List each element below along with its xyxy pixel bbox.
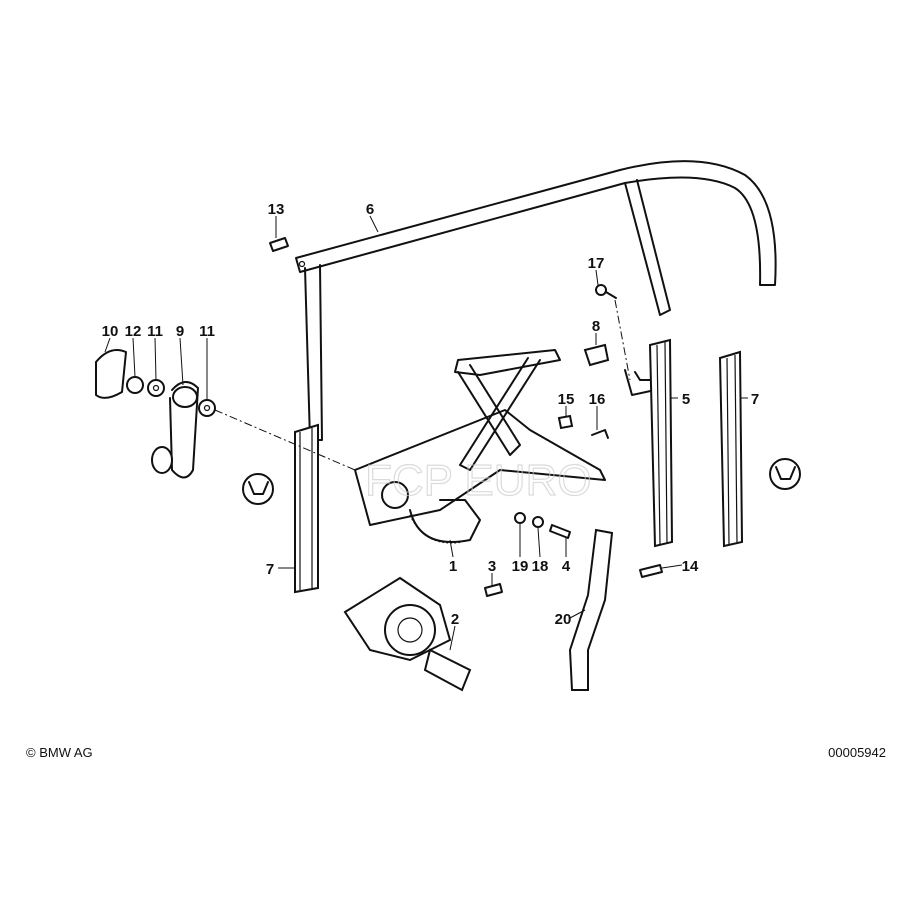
callout-11[interactable]: 11	[199, 323, 215, 340]
callout-13[interactable]: 13	[268, 201, 285, 218]
callout-2[interactable]: 2	[451, 611, 459, 628]
part-13-screw[interactable]	[269, 237, 289, 252]
part-7-left-guide-rail[interactable]	[294, 423, 319, 594]
part-11-washer[interactable]	[147, 379, 165, 397]
part-12-gear[interactable]	[126, 376, 144, 394]
callout-7[interactable]: 7	[266, 561, 274, 578]
part-17-screw[interactable]	[595, 284, 617, 299]
lubricant-symbol-right	[769, 458, 801, 490]
part-4-bolt[interactable]	[549, 524, 571, 539]
part-19-nut[interactable]	[514, 512, 526, 524]
part-15-nut[interactable]	[557, 414, 574, 430]
callout-15[interactable]: 15	[558, 391, 575, 408]
part-2-motor[interactable]	[343, 576, 472, 692]
part-8-clip[interactable]	[583, 343, 610, 367]
part-7-right-guide-rail[interactable]	[718, 350, 744, 548]
callout-1[interactable]: 1	[449, 558, 457, 575]
callout-8[interactable]: 8	[592, 318, 600, 335]
callout-3[interactable]: 3	[488, 558, 496, 575]
lubricant-symbol-left	[242, 473, 274, 505]
callout-12[interactable]: 12	[125, 323, 142, 340]
callout-7[interactable]: 7	[751, 391, 759, 408]
copyright-label: © BMW AG	[26, 745, 93, 760]
callout-16[interactable]: 16	[589, 391, 606, 408]
callout-17[interactable]: 17	[588, 255, 605, 272]
callout-18[interactable]: 18	[532, 558, 549, 575]
callout-5[interactable]: 5	[682, 391, 690, 408]
part-5-guide-rail[interactable]	[648, 338, 674, 548]
part-16-screw[interactable]	[591, 429, 609, 439]
part-3-screw[interactable]	[484, 583, 503, 597]
leader-lines	[104, 215, 748, 651]
watermark: FCP EURO	[365, 456, 592, 505]
part-9-belt-pulley[interactable]	[151, 381, 199, 479]
part-1-window-regulator[interactable]	[354, 349, 606, 544]
diagram-number: 00005942	[828, 745, 886, 760]
callout-14[interactable]: 14	[682, 558, 699, 575]
part-11-washer[interactable]	[198, 399, 216, 417]
callout-10[interactable]: 10	[102, 323, 119, 340]
callout-9[interactable]: 9	[176, 323, 184, 340]
callout-19[interactable]: 19	[512, 558, 529, 575]
part-14-screw[interactable]	[639, 564, 663, 578]
callout-6[interactable]: 6	[366, 201, 374, 218]
part-10-cover[interactable]	[95, 349, 127, 399]
part-20-bracket[interactable]	[568, 528, 614, 691]
callout-11[interactable]: 11	[147, 323, 163, 340]
callout-20[interactable]: 20	[555, 611, 572, 628]
callout-4[interactable]: 4	[562, 558, 571, 575]
part-18-washer[interactable]	[532, 516, 544, 528]
